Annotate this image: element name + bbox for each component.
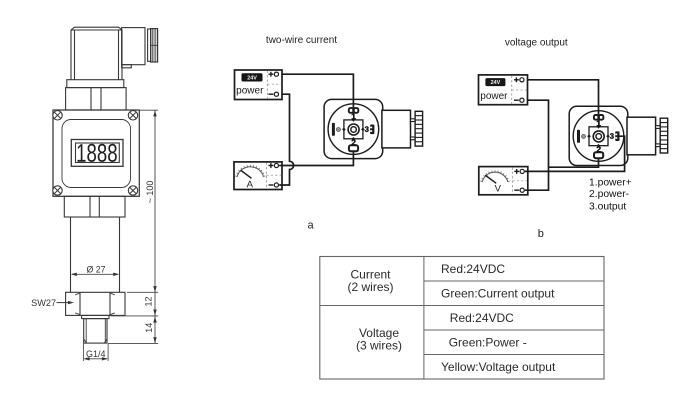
svg-text:voltage output: voltage output [505,38,568,49]
svg-text:(2 wires): (2 wires) [347,280,393,294]
svg-text:3.output: 3.output [589,201,626,212]
svg-text:24V: 24V [491,80,501,86]
svg-text:two-wire current: two-wire current [266,35,337,46]
svg-text:Green:Current output: Green:Current output [441,287,555,301]
svg-text:a: a [307,220,314,232]
svg-text:12: 12 [143,296,153,306]
svg-text:~ 100: ~ 100 [145,181,155,204]
svg-text:Green:Power -: Green:Power - [449,336,527,350]
svg-text:Red:24VDC: Red:24VDC [441,262,505,276]
svg-text:power: power [480,91,508,102]
svg-text:(3 wires): (3 wires) [356,339,402,353]
svg-text:14: 14 [144,323,154,333]
svg-text:Red:24VDC: Red:24VDC [450,311,514,325]
svg-text:Voltage: Voltage [359,326,399,340]
svg-text:SW27: SW27 [31,298,56,308]
svg-text:Yellow:Voltage output: Yellow:Voltage output [441,360,556,374]
svg-text:b: b [538,228,544,240]
svg-text:24V: 24V [247,75,257,81]
svg-text:2.power-: 2.power- [589,189,629,200]
svg-text:1.power+: 1.power+ [589,177,632,188]
svg-text:Ø 27: Ø 27 [86,265,105,275]
svg-text:Current: Current [350,268,391,282]
svg-text:power: power [236,86,264,97]
svg-text:G1/4: G1/4 [86,349,106,359]
